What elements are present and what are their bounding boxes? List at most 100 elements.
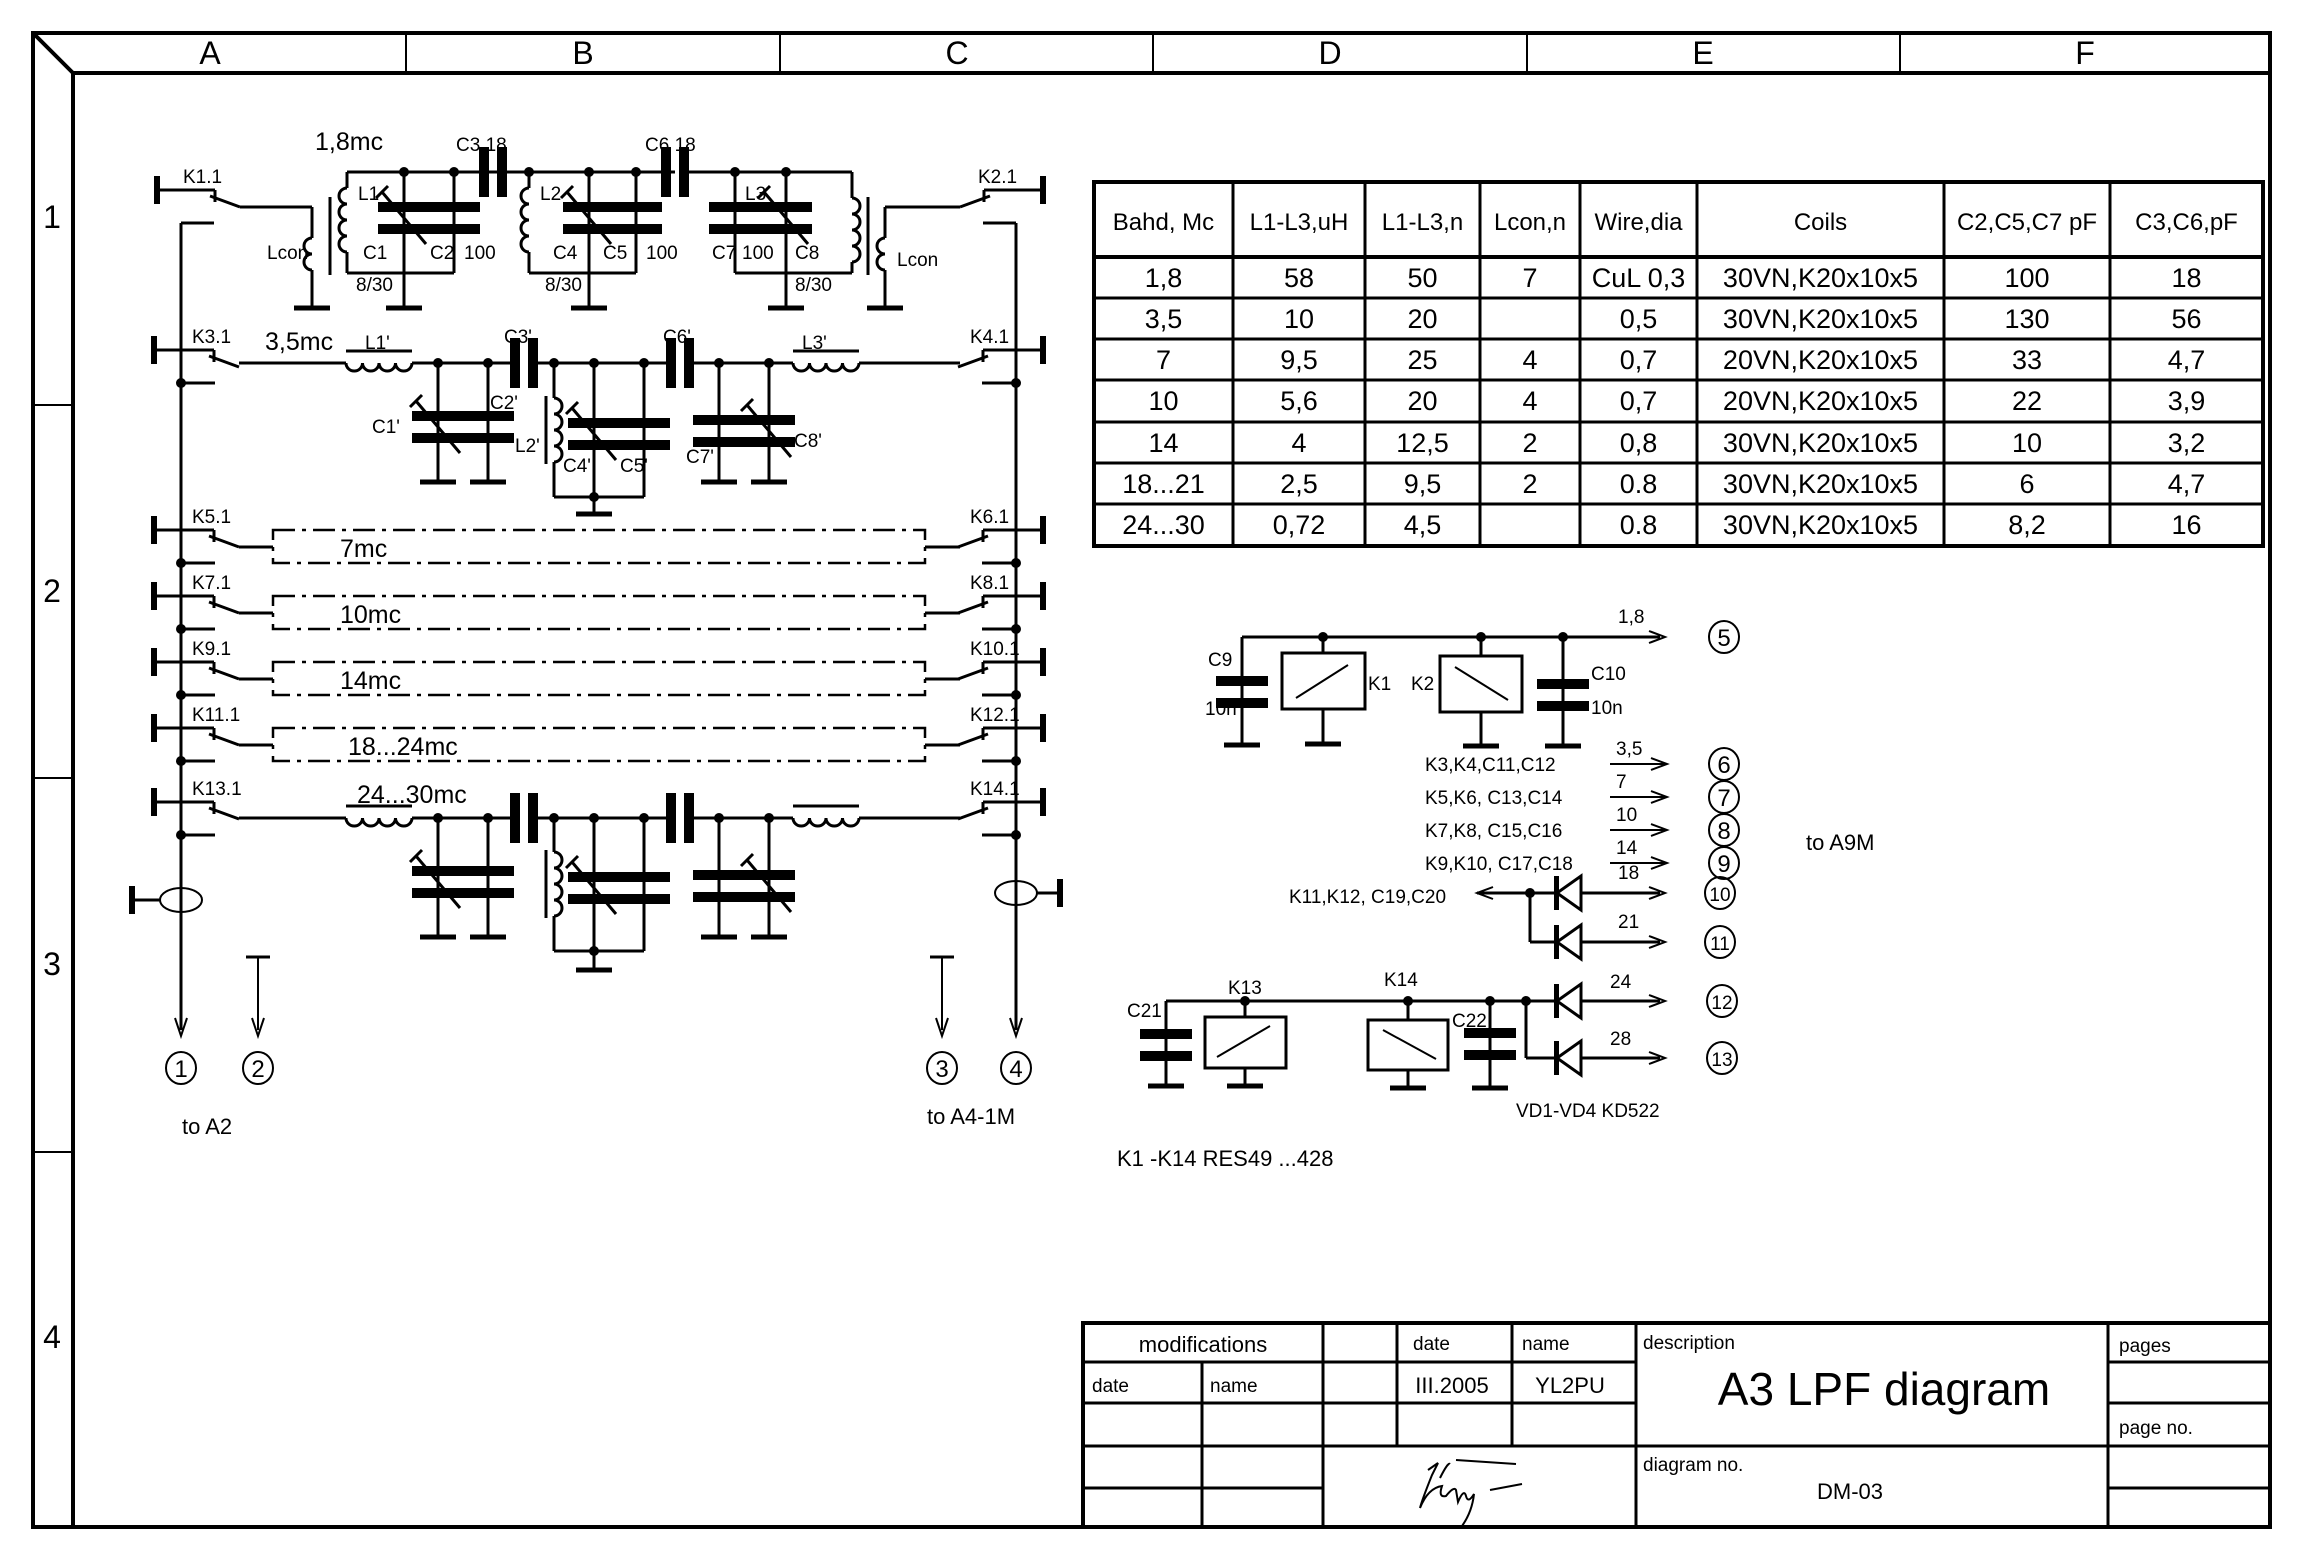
svg-text:C9: C9 — [1208, 650, 1232, 671]
relay-group-label: K7,K8, C15,C16 — [1425, 821, 1562, 842]
svg-text:K14: K14 — [1384, 970, 1418, 991]
svg-text:L2': L2' — [515, 436, 540, 457]
svg-text:100: 100 — [646, 243, 678, 264]
table-cell: 30VN,K20x10x5 — [1723, 428, 1918, 458]
table-cell: 24...30 — [1122, 510, 1205, 540]
table-cell: 4,7 — [2168, 469, 2206, 499]
svg-text:C6 18: C6 18 — [645, 135, 696, 156]
table-cell: 33 — [2012, 345, 2042, 375]
table-cell: 0,7 — [1620, 345, 1658, 375]
relay-group-label: K3,K4,C11,C12 — [1425, 755, 1556, 776]
table-cell: 20 — [1407, 386, 1437, 416]
table-cell: 30VN,K20x10x5 — [1723, 263, 1918, 293]
connector-pin-7: 7 — [1708, 780, 1740, 814]
svg-text:28: 28 — [1610, 1029, 1631, 1050]
to-a4-1m-label: to A4-1M — [927, 1104, 1015, 1129]
band-label: 18...24mc — [348, 733, 458, 761]
table-cell: 3,9 — [2168, 386, 2206, 416]
column-labels: A B C D E F — [199, 35, 2094, 71]
row-label: 2 — [43, 573, 61, 609]
table-cell: 0,72 — [1273, 510, 1326, 540]
table-cell: 30VN,K20x10x5 — [1723, 469, 1918, 499]
table-cell: 2 — [1522, 469, 1537, 499]
table-header: L1-L3,uH — [1250, 209, 1349, 236]
table-cell: 25 — [1407, 345, 1437, 375]
table-cell: 0,7 — [1620, 386, 1658, 416]
svg-text:C21: C21 — [1127, 1001, 1162, 1022]
svg-text:Lcon: Lcon — [267, 243, 308, 264]
table-header: C2,C5,C7 pF — [1957, 209, 2097, 236]
svg-text:K13.1: K13.1 — [192, 779, 242, 800]
svg-text:C7': C7' — [686, 447, 714, 468]
relay-label: K7.1 — [192, 573, 231, 594]
table-header: Bahd, Mc — [1113, 209, 1214, 236]
table-header: Lcon,n — [1494, 209, 1566, 236]
svg-text:C2: C2 — [430, 243, 454, 264]
table-cell: 130 — [2004, 304, 2049, 334]
relay-control-circuit: 1,8 5 C9 10n K1 K2 C10 10n 3,5K3,K4,C11,… — [1117, 607, 1874, 1171]
table-cell: 10 — [1148, 386, 1178, 416]
mod-date-label: date — [1092, 1376, 1129, 1397]
table-header: L1-L3,n — [1382, 209, 1463, 236]
relay-label: K8.1 — [970, 573, 1009, 594]
table-cell: 3,5 — [1145, 304, 1183, 334]
svg-text:K3.1: K3.1 — [192, 327, 231, 348]
table-header: Coils — [1794, 209, 1847, 236]
svg-text:C4: C4 — [553, 243, 578, 264]
relay-label: K11.1 — [192, 705, 240, 726]
table-cell: 20 — [1407, 304, 1437, 334]
row-label: 4 — [43, 1319, 61, 1355]
svg-text:C1: C1 — [363, 243, 387, 264]
connector-pin-2: 2 — [242, 1051, 274, 1085]
table-cell: 30VN,K20x10x5 — [1723, 304, 1918, 334]
table-cell: 22 — [2012, 386, 2042, 416]
row-label: 3 — [43, 946, 61, 982]
svg-text:C8: C8 — [795, 243, 819, 264]
table-cell: 7 — [1522, 263, 1537, 293]
connector-pin-12: 12 — [1706, 984, 1738, 1018]
svg-text:C6': C6' — [663, 327, 691, 348]
table-header: Wire,dia — [1594, 209, 1683, 236]
svg-text:5: 5 — [1717, 625, 1730, 652]
table-cell: 7 — [1156, 345, 1171, 375]
svg-text:K13: K13 — [1228, 978, 1262, 999]
svg-text:24: 24 — [1610, 972, 1632, 993]
description-label: description — [1643, 1333, 1735, 1354]
connector-pin-8: 8 — [1708, 813, 1740, 847]
title-block: modifications date name date name III.20… — [1081, 1321, 2272, 1529]
pages-label: pages — [2119, 1336, 2171, 1357]
relays-note: K1 -K14 RES49 ...428 — [1117, 1146, 1333, 1171]
table-header: C3,C6,pF — [2135, 209, 2238, 236]
table-cell: CuL 0,3 — [1592, 263, 1686, 293]
output-connectors: 1 2 3 4 to A2 to A4-1M — [129, 879, 1063, 1139]
svg-text:C8': C8' — [794, 431, 822, 452]
table-cell: 3,2 — [2168, 428, 2206, 458]
svg-text:K2.1: K2.1 — [978, 167, 1017, 188]
relay-label: K6.1 — [970, 507, 1009, 528]
table-cell: 18...21 — [1122, 469, 1205, 499]
band-24-30mc-filter: K13.1 24...30mc — [149, 779, 1048, 973]
connector-pin-10: 10 — [1704, 876, 1736, 910]
svg-text:K1: K1 — [1368, 674, 1391, 695]
to-a2-label: to A2 — [182, 1114, 232, 1139]
relay-contact-k2-1: K2.1 — [885, 167, 1046, 209]
svg-text:4: 4 — [1009, 1056, 1022, 1083]
signature — [1419, 1459, 1523, 1527]
name-value: YL2PU — [1535, 1373, 1605, 1398]
table-cell: 58 — [1284, 263, 1314, 293]
svg-text:C2': C2' — [490, 393, 518, 414]
mod-name-label: name — [1210, 1376, 1258, 1397]
svg-text:2: 2 — [251, 1056, 264, 1083]
table-cell: 0.8 — [1620, 510, 1658, 540]
band-label: 14mc — [340, 667, 401, 695]
